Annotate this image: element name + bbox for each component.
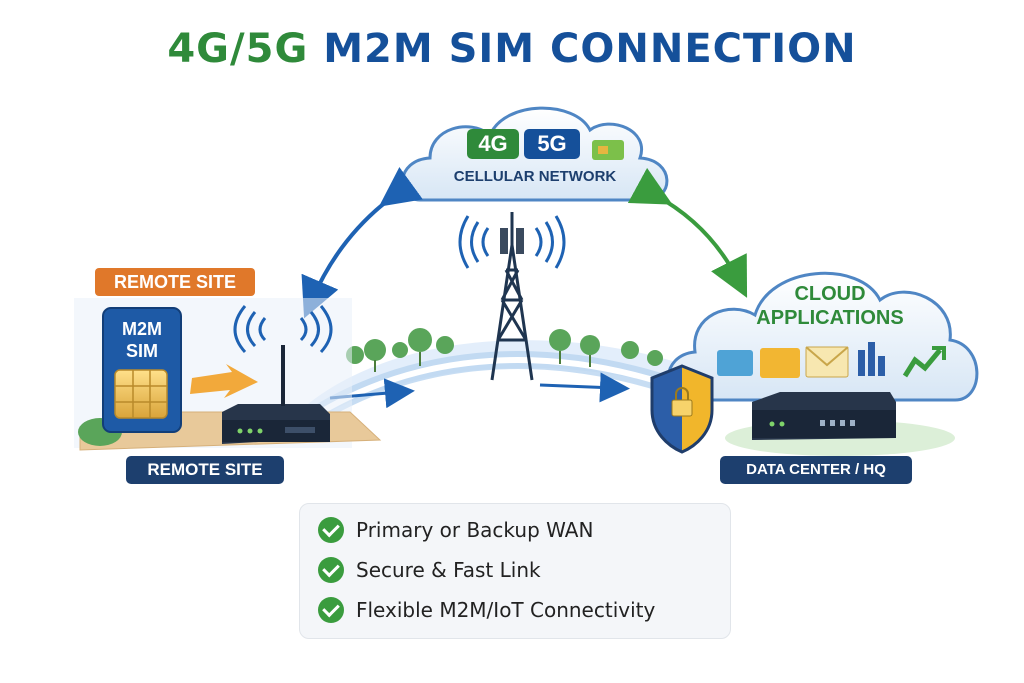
- cloud-apps-line1: CLOUD: [794, 283, 866, 305]
- cell-tower-icon: [458, 212, 566, 381]
- cellular-network-cloud: [400, 106, 669, 202]
- feature-item: Primary or Backup WAN: [318, 514, 593, 546]
- folder-icon: [717, 350, 753, 376]
- feature-item: Flexible M2M/IoT Connectivity: [318, 594, 655, 626]
- check-icon: [318, 517, 344, 543]
- badge-4g: 4G: [478, 131, 508, 156]
- remote-site-top-label: REMOTE SITE: [95, 268, 255, 296]
- feature-text: Primary or Backup WAN: [356, 518, 594, 542]
- server-icon: [725, 392, 955, 456]
- check-icon: [318, 557, 344, 583]
- data-center-label: DATA CENTER / HQ: [720, 456, 912, 484]
- flow-arrow: [539, 372, 630, 403]
- check-icon: [318, 597, 344, 623]
- feature-list: Primary or Backup WAN Secure & Fast Link…: [299, 503, 731, 639]
- page-title: 4G/5G M2M SIM CONNECTION: [0, 26, 1024, 72]
- remote-site-bottom-label: REMOTE SITE: [126, 456, 284, 484]
- remote-site-scene: [74, 298, 382, 451]
- cloud-applications-cloud: [666, 271, 979, 402]
- cellular-network-label: CELLULAR NETWORK: [453, 168, 617, 185]
- folder-icon: [760, 348, 800, 378]
- cloud-apps-line2: APPLICATIONS: [756, 307, 904, 329]
- feature-text: Secure & Fast Link: [356, 558, 541, 582]
- security-shield-icon: [650, 364, 714, 454]
- feature-item: Secure & Fast Link: [318, 554, 541, 586]
- cloud-apps-label: CLOUD APPLICATIONS: [720, 282, 940, 330]
- sim-card-label: M2M SIM: [103, 318, 181, 362]
- badge-5g: 5G: [537, 131, 567, 156]
- sim-line2: SIM: [125, 341, 158, 361]
- link-arrow-cloud: [627, 167, 748, 298]
- feature-text: Flexible M2M/IoT Connectivity: [356, 598, 656, 622]
- title-part-main: M2M SIM CONNECTION: [323, 26, 857, 72]
- link-arrow-remote: [301, 167, 423, 319]
- sim-line1: M2M: [122, 319, 162, 339]
- title-part-network: 4G/5G: [167, 26, 309, 72]
